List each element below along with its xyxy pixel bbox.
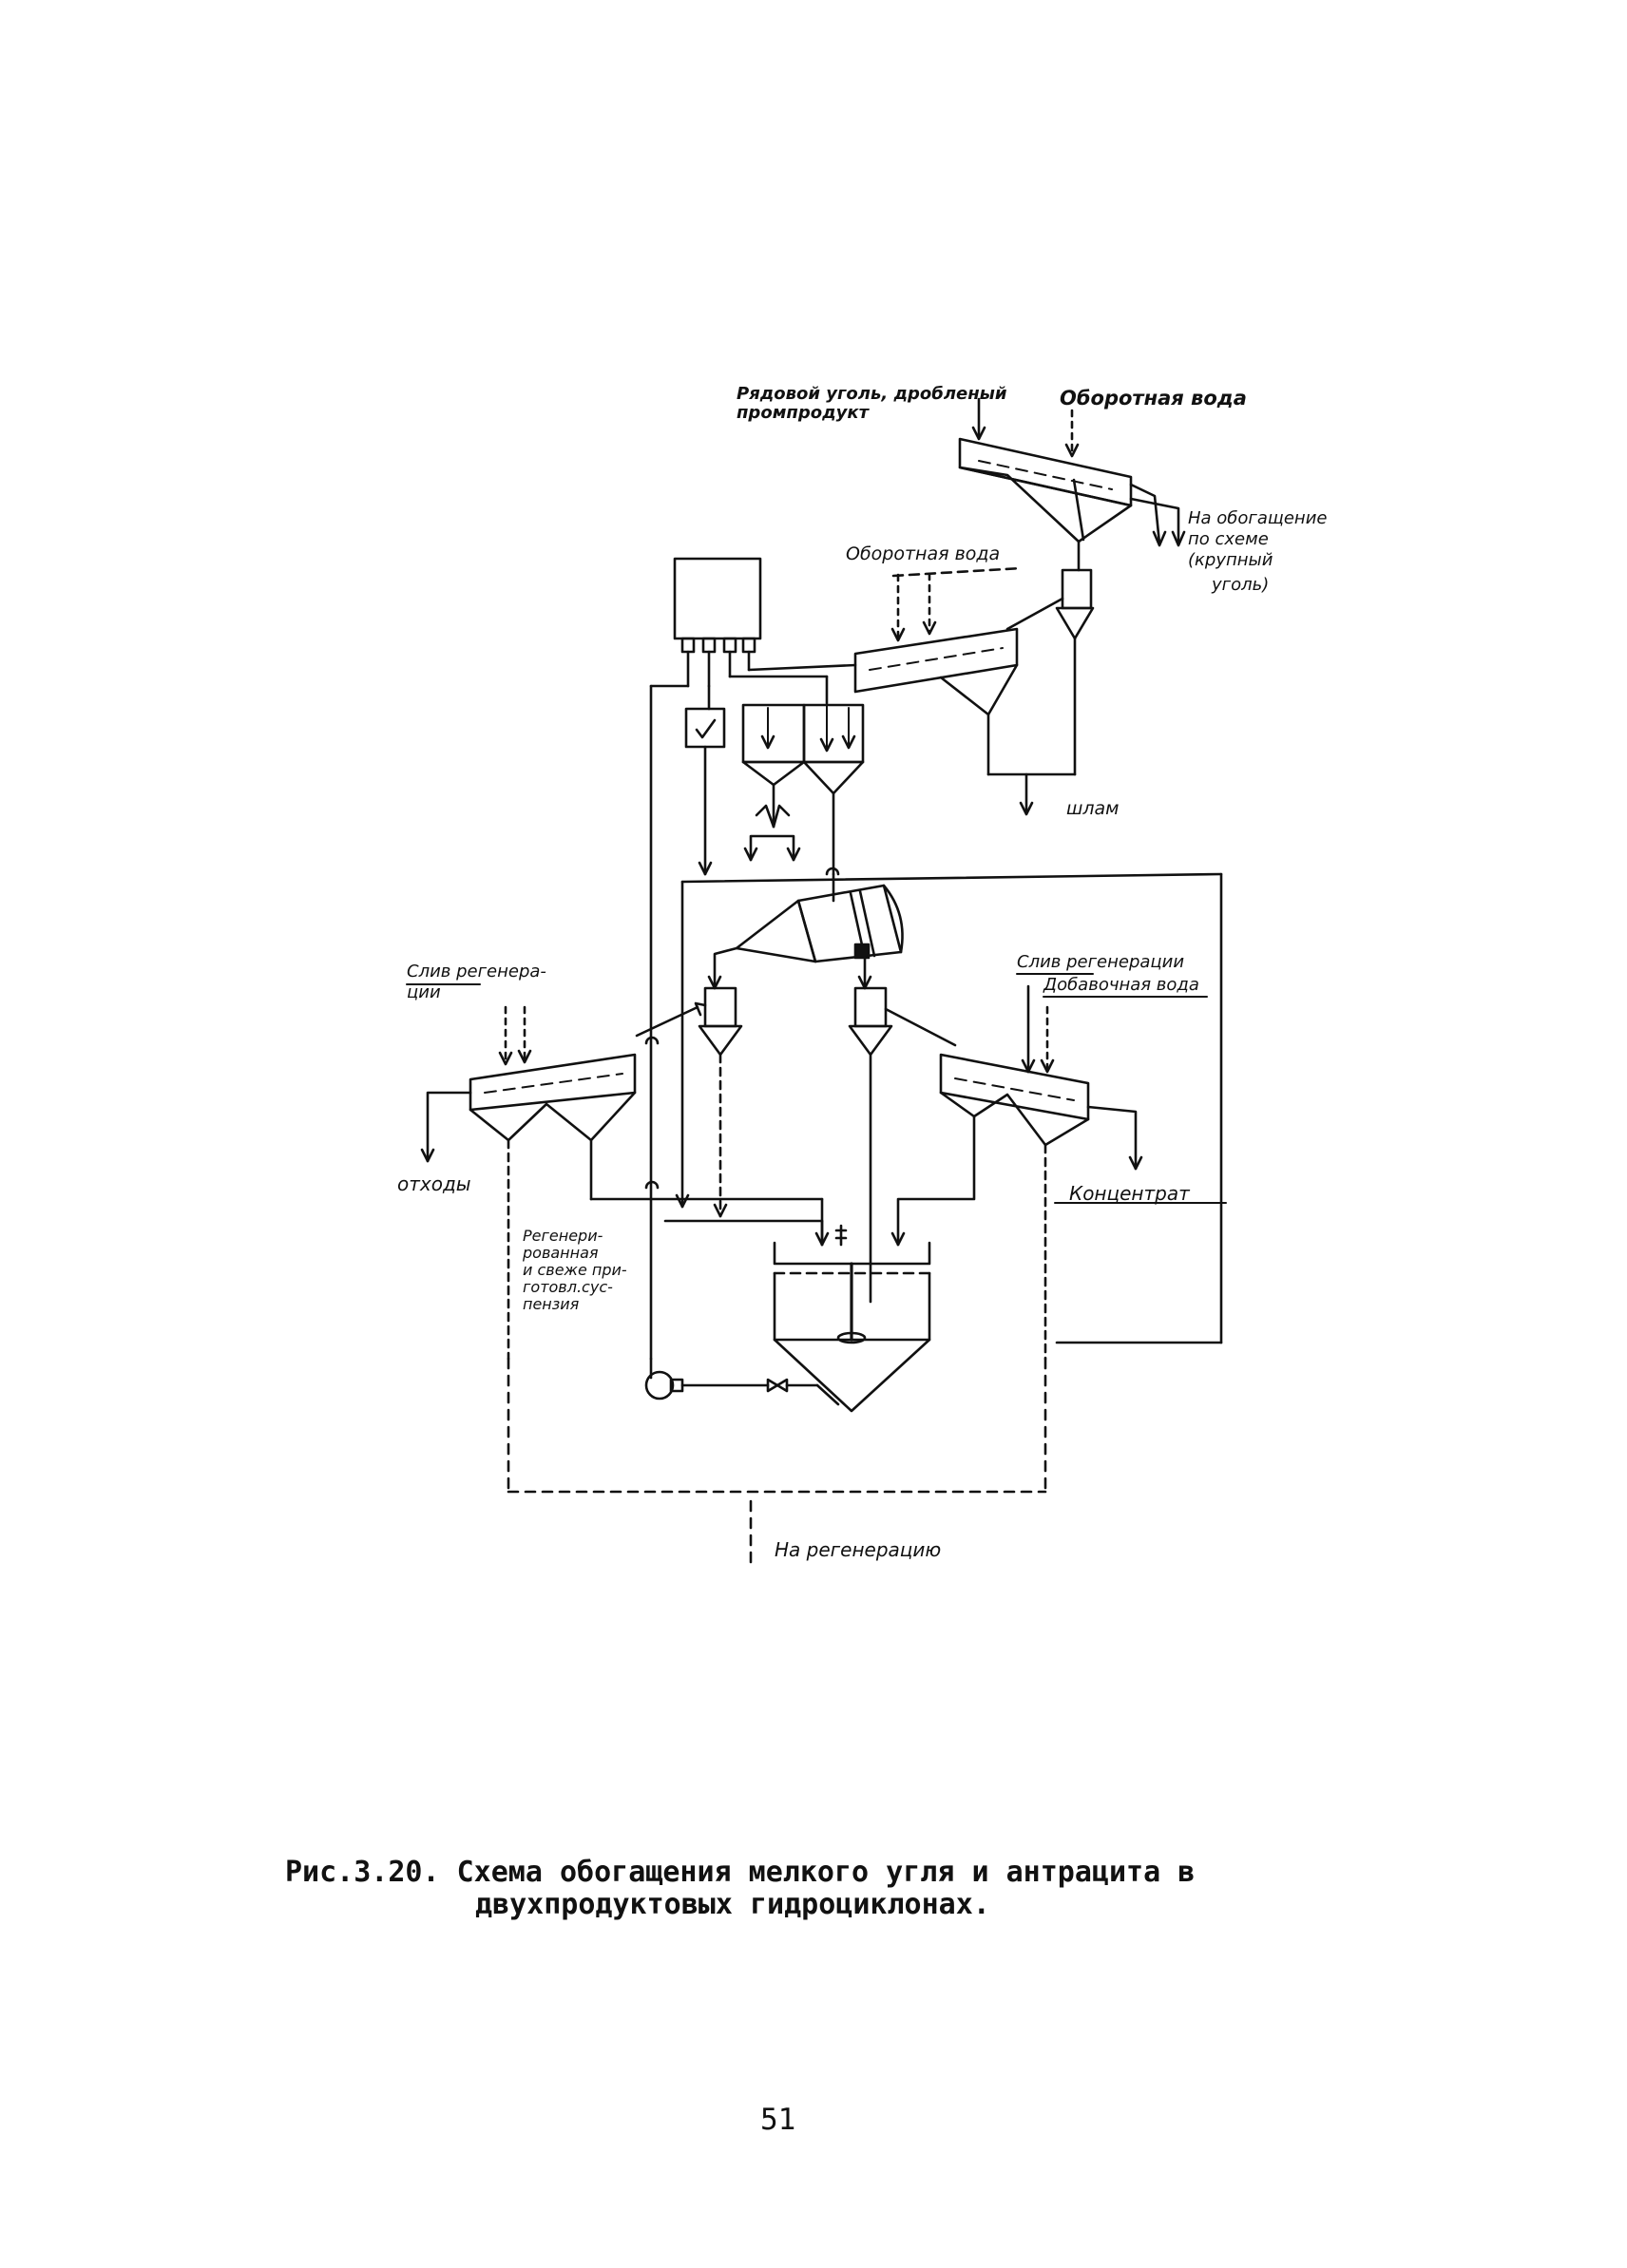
suspension-riser [644, 1036, 848, 1380]
waste-label: отходы [397, 1172, 471, 1195]
pump [644, 1370, 840, 1406]
caption-line-1: Рис.3.20. Схема обогащения мелкого угля … [285, 1856, 1196, 1889]
caption-line-2: двухпродуктовых гидроциклонах. [475, 1888, 990, 1921]
density-regulator [684, 707, 726, 876]
right-screen [890, 984, 1143, 1361]
regenerated-suspension-label: Регенери- рованная и свеже при- готовл.с… [523, 1227, 627, 1313]
makeup-water-label: Добавочная вода [1043, 975, 1199, 995]
figure-caption: Рис.3.20. Схема обогащения мелкого угля … [285, 1857, 1349, 1921]
top-screen [958, 397, 1186, 572]
left-cyclone [635, 986, 743, 1218]
to-regeneration-label: На регенерацию [775, 1538, 942, 1561]
mixing-bins [741, 702, 865, 876]
to-coarse-line-1: На обогащение [1188, 508, 1328, 528]
drum-separator [707, 872, 904, 990]
regen-drain-right-label: Слив регенерации [1017, 952, 1185, 972]
to-coarse-line-2: по схеме [1188, 529, 1269, 549]
circulating-water-mid-label: Оборотная вода [846, 543, 1001, 564]
medium-sump [773, 1241, 931, 1413]
regen-drain-left-label: Слив регенера- ции [407, 962, 546, 1002]
suspension-box [649, 557, 857, 1361]
page-number: 51 [760, 2103, 796, 2137]
label-underlines [406, 973, 1227, 1204]
rom-coal-label: Рядовой уголь, дробленый промпродукт [737, 384, 1007, 423]
right-cyclone [848, 986, 957, 1304]
top-right-cyclone [1005, 568, 1095, 776]
circulating-water-top-label: Оборотная вода [1060, 387, 1247, 410]
sludge-label: шлам [1066, 798, 1120, 819]
distribution-loop [675, 867, 1223, 1344]
concentrate-label: Концентрат [1069, 1182, 1190, 1205]
regeneration-loop [507, 1357, 1047, 1570]
to-coarse-line-4: уголь) [1212, 575, 1270, 595]
desliming-screen [853, 566, 1077, 816]
to-coarse-line-3: (крупный [1188, 550, 1273, 570]
